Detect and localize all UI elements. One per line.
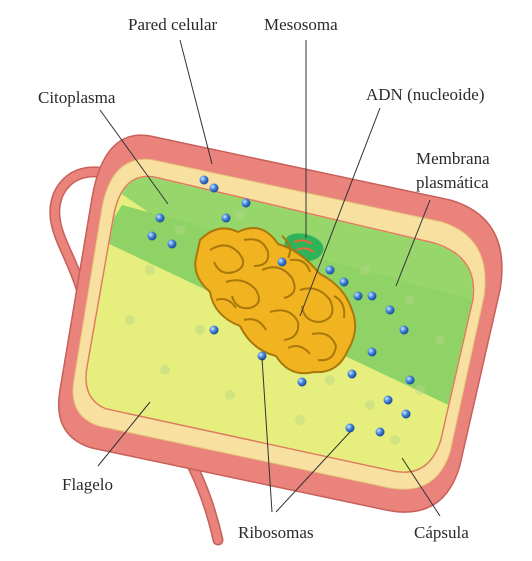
label-adn: ADN (nucleoide)	[366, 85, 485, 104]
label-capsula: Cápsula	[414, 523, 469, 542]
label-pared-celular: Pared celular	[128, 15, 218, 34]
label-membrana-line2: plasmática	[416, 173, 489, 192]
label-membrana-line1: Membrana	[416, 149, 490, 168]
label-mesosoma: Mesosoma	[264, 15, 338, 34]
label-citoplasma: Citoplasma	[38, 88, 116, 107]
label-ribosomas: Ribosomas	[238, 523, 314, 542]
label-flagelo: Flagelo	[62, 475, 113, 494]
